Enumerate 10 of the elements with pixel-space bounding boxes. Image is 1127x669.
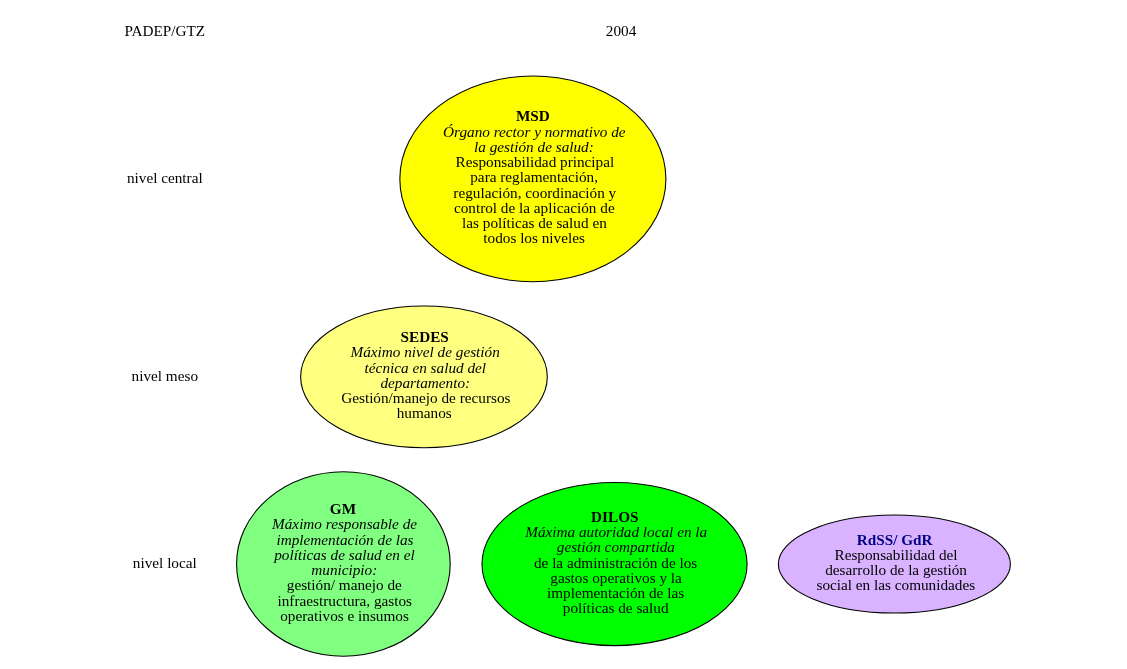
label: nivel local [132, 554, 197, 572]
node-ellipse: GM Máximo responsable de implementación de las políticas de salud en el municipio: gestión/ manejo de infraestructura, gastos operativos e insumos [236, 471, 451, 657]
label: nivel meso [131, 366, 199, 384]
node-ellipse: DILOS Máxima autoridad local en la gestión compartida de la administración de los gastos operativos y la implementación de las políticas de salud [481, 481, 748, 647]
node-ellipse: RdSS/ GdR Responsabilidad del desarrollo de la gestión social en las comunidades [777, 514, 1011, 614]
label: PADEP/GTZ [124, 22, 206, 40]
label: nivel central [126, 168, 203, 186]
node-ellipse: SEDES Máximo nivel de gestión técnica en salud del departamento: Gestión/manejo de recursos humanos [300, 305, 548, 449]
node-ellipse: MSD Órgano rector y normativo de la gestión de salud: Responsabilidad principal para reglamentación, regulación, coordinación y control de la aplicación de las políticas de salud en todos los niveles [399, 75, 667, 283]
label: 2004 [605, 22, 637, 40]
